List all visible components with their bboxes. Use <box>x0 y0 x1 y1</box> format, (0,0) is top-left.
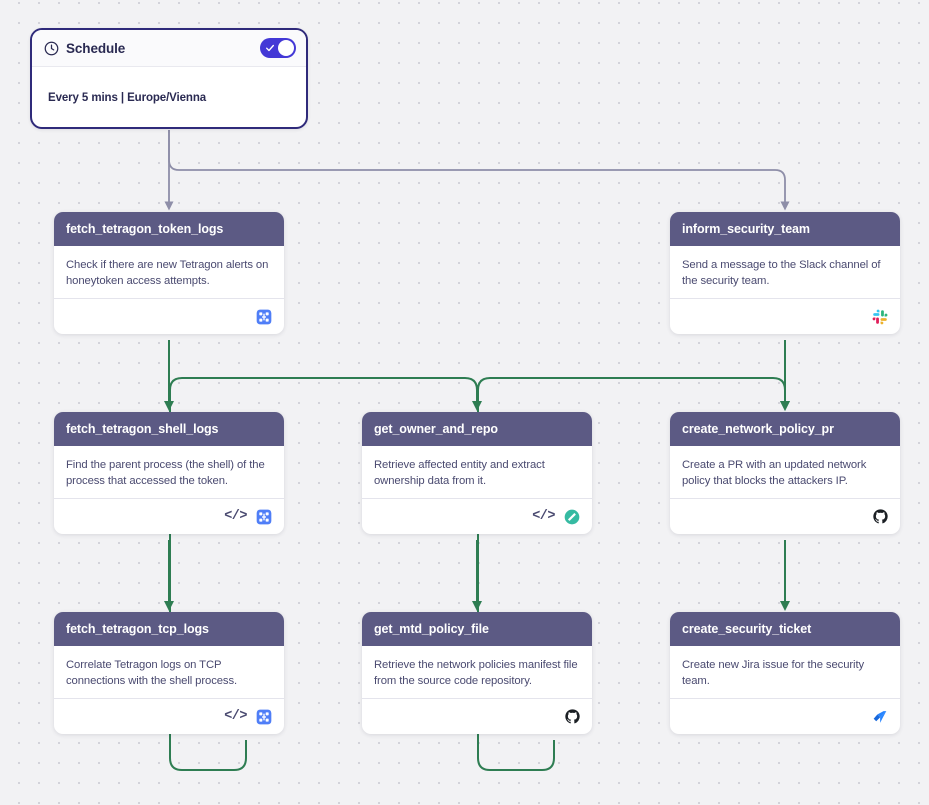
tetragon-icon[interactable] <box>256 309 272 325</box>
node-description: Find the parent process (the shell) of t… <box>66 459 265 487</box>
node-header: create_network_policy_pr <box>670 412 900 446</box>
node-body: Create new Jira issue for the security t… <box>670 646 900 689</box>
node-description: Create new Jira issue for the security t… <box>682 659 865 687</box>
node-description: Check if there are new Tetragon alerts o… <box>66 259 269 287</box>
node-inform-security-team[interactable]: inform_security_team Send a message to t… <box>670 212 900 334</box>
code-icon[interactable]: </> <box>224 508 247 524</box>
node-description: Create a PR with an updated network poli… <box>682 459 867 487</box>
node-footer <box>362 698 592 734</box>
node-title: create_security_ticket <box>682 622 812 636</box>
schedule-enabled-toggle[interactable] <box>260 38 296 58</box>
node-description: Retrieve affected entity and extract own… <box>374 459 545 487</box>
node-footer <box>54 298 284 334</box>
node-title: fetch_tetragon_token_logs <box>66 222 224 236</box>
github-icon[interactable] <box>873 509 888 524</box>
node-title: fetch_tetragon_shell_logs <box>66 422 219 436</box>
node-description: Retrieve the network policies manifest f… <box>374 659 578 687</box>
node-header: get_owner_and_repo <box>362 412 592 446</box>
node-get-owner-and-repo[interactable]: get_owner_and_repo Retrieve affected ent… <box>362 412 592 534</box>
node-title: fetch_tetragon_tcp_logs <box>66 622 209 636</box>
edge-schedule-to-inform-security-team <box>168 130 790 211</box>
node-footer: </> <box>54 498 284 534</box>
node-create-security-ticket[interactable]: create_security_ticket Create new Jira i… <box>670 612 900 734</box>
schedule-body: Every 5 mins | Europe/Vienna <box>32 67 306 127</box>
node-footer: </> <box>54 698 284 734</box>
schedule-trigger-card[interactable]: Schedule Every 5 mins | Europe/Vienna <box>30 28 308 129</box>
node-header: get_mtd_policy_file <box>362 612 592 646</box>
node-fetch-tetragon-tcp-logs[interactable]: fetch_tetragon_tcp_logs Correlate Tetrag… <box>54 612 284 734</box>
check-icon <box>266 44 274 52</box>
node-footer: </> <box>362 498 592 534</box>
node-create-network-policy-pr[interactable]: create_network_policy_pr Create a PR wit… <box>670 412 900 534</box>
node-body: Check if there are new Tetragon alerts o… <box>54 246 284 289</box>
node-footer <box>670 698 900 734</box>
node-body: Find the parent process (the shell) of t… <box>54 446 284 489</box>
toggle-knob <box>278 40 294 56</box>
node-header: fetch_tetragon_tcp_logs <box>54 612 284 646</box>
node-get-mtd-policy-file[interactable]: get_mtd_policy_file Retrieve the network… <box>362 612 592 734</box>
node-body: Send a message to the Slack channel of t… <box>670 246 900 289</box>
node-fetch-tetragon-token-logs[interactable]: fetch_tetragon_token_logs Check if there… <box>54 212 284 334</box>
node-footer <box>670 498 900 534</box>
tetragon-icon[interactable] <box>256 709 272 725</box>
node-body: Correlate Tetragon logs on TCP connectio… <box>54 646 284 689</box>
node-description: Correlate Tetragon logs on TCP connectio… <box>66 659 238 687</box>
github-icon[interactable] <box>565 709 580 724</box>
node-header: create_security_ticket <box>670 612 900 646</box>
schedule-detail-text: Every 5 mins | Europe/Vienna <box>48 92 207 104</box>
code-icon[interactable]: </> <box>532 508 555 524</box>
node-header: fetch_tetragon_token_logs <box>54 212 284 246</box>
node-header: fetch_tetragon_shell_logs <box>54 412 284 446</box>
node-title: inform_security_team <box>682 222 810 236</box>
slack-icon[interactable] <box>872 309 888 325</box>
schedule-title: Schedule <box>66 40 126 56</box>
node-title: create_network_policy_pr <box>682 422 834 436</box>
node-body: Retrieve the network policies manifest f… <box>362 646 592 689</box>
tetragon-icon[interactable] <box>256 509 272 525</box>
node-footer <box>670 298 900 334</box>
code-icon[interactable]: </> <box>224 708 247 724</box>
schedule-header: Schedule <box>32 30 306 67</box>
node-fetch-tetragon-shell-logs[interactable]: fetch_tetragon_shell_logs Find the paren… <box>54 412 284 534</box>
clock-icon <box>44 41 59 55</box>
node-title: get_owner_and_repo <box>374 422 498 436</box>
jira-icon[interactable] <box>872 709 888 725</box>
node-title: get_mtd_policy_file <box>374 622 489 636</box>
node-header: inform_security_team <box>670 212 900 246</box>
backstage-icon[interactable] <box>564 509 580 525</box>
node-body: Retrieve affected entity and extract own… <box>362 446 592 489</box>
node-description: Send a message to the Slack channel of t… <box>682 259 881 287</box>
node-body: Create a PR with an updated network poli… <box>670 446 900 489</box>
